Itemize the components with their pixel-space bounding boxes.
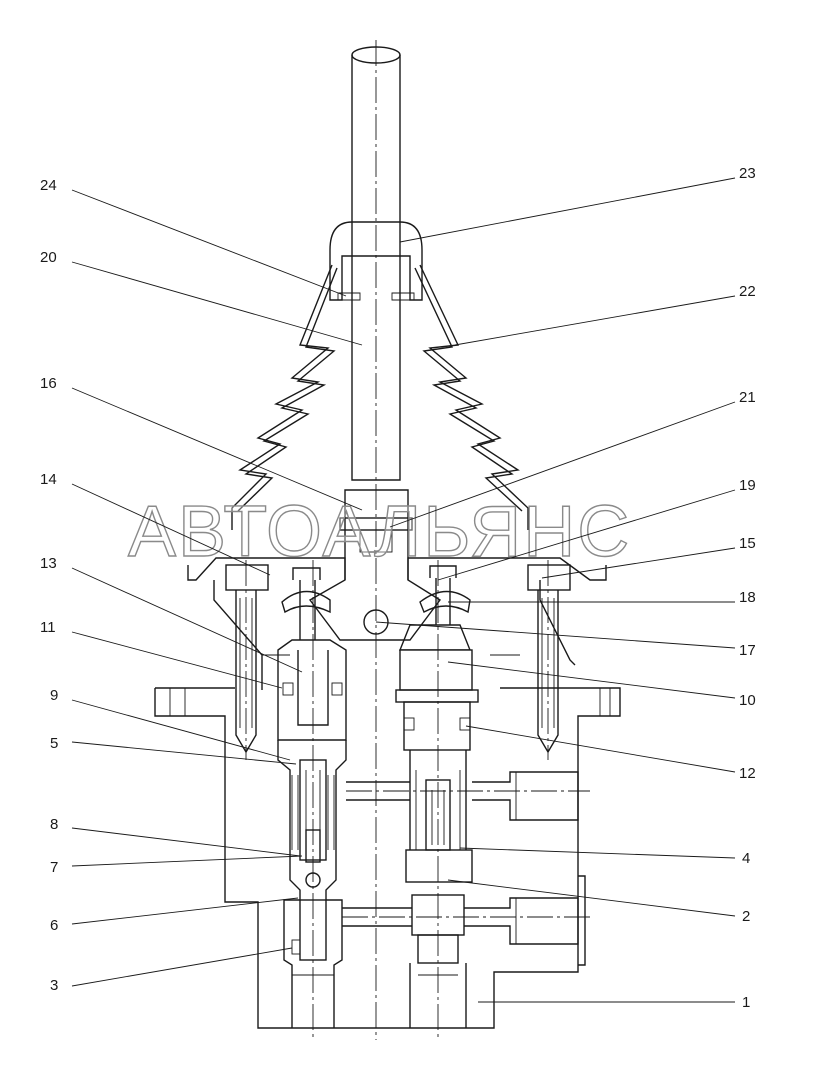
- callout-13: 13: [40, 555, 57, 572]
- callout-9: 9: [50, 687, 58, 704]
- right-bolt: [527, 564, 571, 754]
- right-valve: [395, 565, 479, 1028]
- callout-10: 10: [739, 692, 756, 709]
- callout-19: 19: [739, 477, 756, 494]
- callout-20: 20: [40, 249, 57, 266]
- callout-2: 2: [742, 908, 750, 925]
- watermark-text: АВТОАЛЬЯНС: [128, 492, 631, 572]
- callout-22: 22: [739, 283, 756, 300]
- callout-1: 1: [742, 994, 750, 1011]
- callout-17: 17: [739, 642, 756, 659]
- leader-lines: [71, 177, 736, 1003]
- callout-18: 18: [739, 589, 756, 606]
- callout-14: 14: [40, 471, 57, 488]
- centerlines: [245, 40, 590, 1040]
- callout-21: 21: [739, 389, 756, 406]
- callout-15: 15: [739, 535, 756, 552]
- callout-12: 12: [739, 765, 756, 782]
- callout-16: 16: [40, 375, 57, 392]
- callout-4: 4: [742, 850, 750, 867]
- callout-11: 11: [40, 619, 56, 636]
- callout-6: 6: [50, 917, 58, 934]
- rubber-boot: [231, 264, 529, 530]
- callout-7: 7: [50, 859, 58, 876]
- callout-24: 24: [40, 177, 57, 194]
- port-fittings: [342, 771, 579, 945]
- left-valve: [277, 567, 347, 1028]
- callout-8: 8: [50, 816, 58, 833]
- callout-numbers: 24 23 20 22 16 21 14 19 13 15 18 11 17 9…: [40, 165, 756, 1011]
- callout-23: 23: [739, 165, 756, 182]
- lever-knob-cap: [329, 221, 423, 301]
- housing-body: [154, 687, 621, 1029]
- callout-5: 5: [50, 735, 58, 752]
- callout-3: 3: [50, 977, 58, 994]
